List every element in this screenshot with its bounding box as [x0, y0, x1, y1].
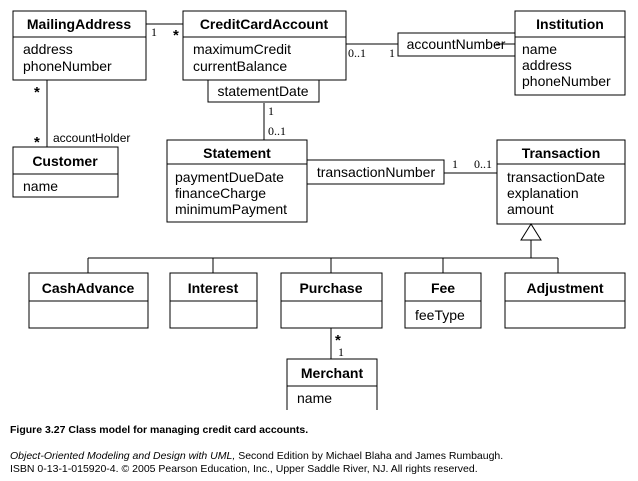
multiplicity: *	[173, 27, 179, 44]
attribute: financeCharge	[175, 185, 266, 201]
attribute: name	[522, 41, 557, 57]
multiplicity: *	[34, 134, 40, 151]
citation-line-1: Object-Oriented Modeling and Design with…	[10, 450, 503, 463]
book-title: Object-Oriented Modeling and Design with…	[10, 450, 236, 462]
attribute: explanation	[507, 185, 579, 201]
qualifier-transaction-number: transactionNumber	[317, 164, 436, 180]
multiplicity: 0..1	[474, 157, 492, 171]
class-name-cash-advance: CashAdvance	[42, 280, 135, 296]
class-box-transaction	[496, 139, 626, 225]
attribute: transactionDate	[507, 169, 605, 185]
class-name-credit-card-account: CreditCardAccount	[200, 16, 329, 32]
class-box-customer	[12, 146, 119, 198]
attribute: phoneNumber	[522, 73, 611, 89]
multiplicity: 0..1	[268, 124, 286, 138]
class-name-interest: Interest	[188, 280, 239, 296]
citation-edition: Second Edition by Michael Blaha and Jame…	[235, 450, 504, 462]
multiplicity: 1	[389, 46, 395, 60]
attribute: phoneNumber	[23, 58, 112, 74]
multiplicity: 1	[151, 25, 157, 39]
citation-line-2: ISBN 0-13-1-015920-4. © 2005 Pearson Edu…	[10, 463, 478, 475]
attribute: address	[522, 57, 572, 73]
attribute: name	[23, 178, 58, 194]
class-name-purchase: Purchase	[299, 280, 362, 296]
attribute: maximumCredit	[193, 41, 291, 57]
class-box-merchant	[286, 358, 378, 410]
class-name-adjustment: Adjustment	[527, 280, 604, 296]
attribute: paymentDueDate	[175, 169, 284, 185]
qualifier-box-account-number	[397, 32, 516, 57]
multiplicity: 1	[268, 104, 274, 118]
qualifier-statement-date: statementDate	[217, 83, 308, 99]
attribute: amount	[507, 201, 554, 217]
multiplicity: 0..1	[348, 46, 366, 60]
qualifier-account-number: accountNumber	[407, 36, 506, 52]
attribute: name	[297, 390, 332, 406]
attribute: feeType	[415, 307, 465, 323]
generalization-triangle	[520, 223, 542, 241]
class-name-merchant: Merchant	[301, 365, 364, 381]
figure-caption: Figure 3.27 Class model for managing cre…	[10, 424, 309, 436]
multiplicity: *	[34, 84, 40, 101]
class-name-mailing-address: MailingAddress	[27, 16, 131, 32]
class-name-transaction: Transaction	[522, 145, 601, 161]
class-name-fee: Fee	[431, 280, 455, 296]
class-name-customer: Customer	[32, 153, 98, 169]
attribute: currentBalance	[193, 58, 287, 74]
class-diagram: MailingAddress CreditCardAccount Institu…	[12, 10, 626, 410]
role-account-holder: accountHolder	[53, 131, 130, 145]
multiplicity: 1	[338, 345, 344, 359]
attribute: minimumPayment	[175, 201, 287, 217]
qualifier-box-transaction-number	[306, 159, 445, 185]
multiplicity: *	[335, 332, 341, 349]
class-name-institution: Institution	[536, 16, 604, 32]
class-box-mailing-address	[12, 10, 147, 81]
citation: Object-Oriented Modeling and Design with…	[10, 450, 503, 476]
multiplicity: 1	[452, 157, 458, 171]
attribute: address	[23, 41, 73, 57]
class-name-statement: Statement	[203, 145, 271, 161]
qualifier-box-statement-date	[207, 79, 320, 103]
